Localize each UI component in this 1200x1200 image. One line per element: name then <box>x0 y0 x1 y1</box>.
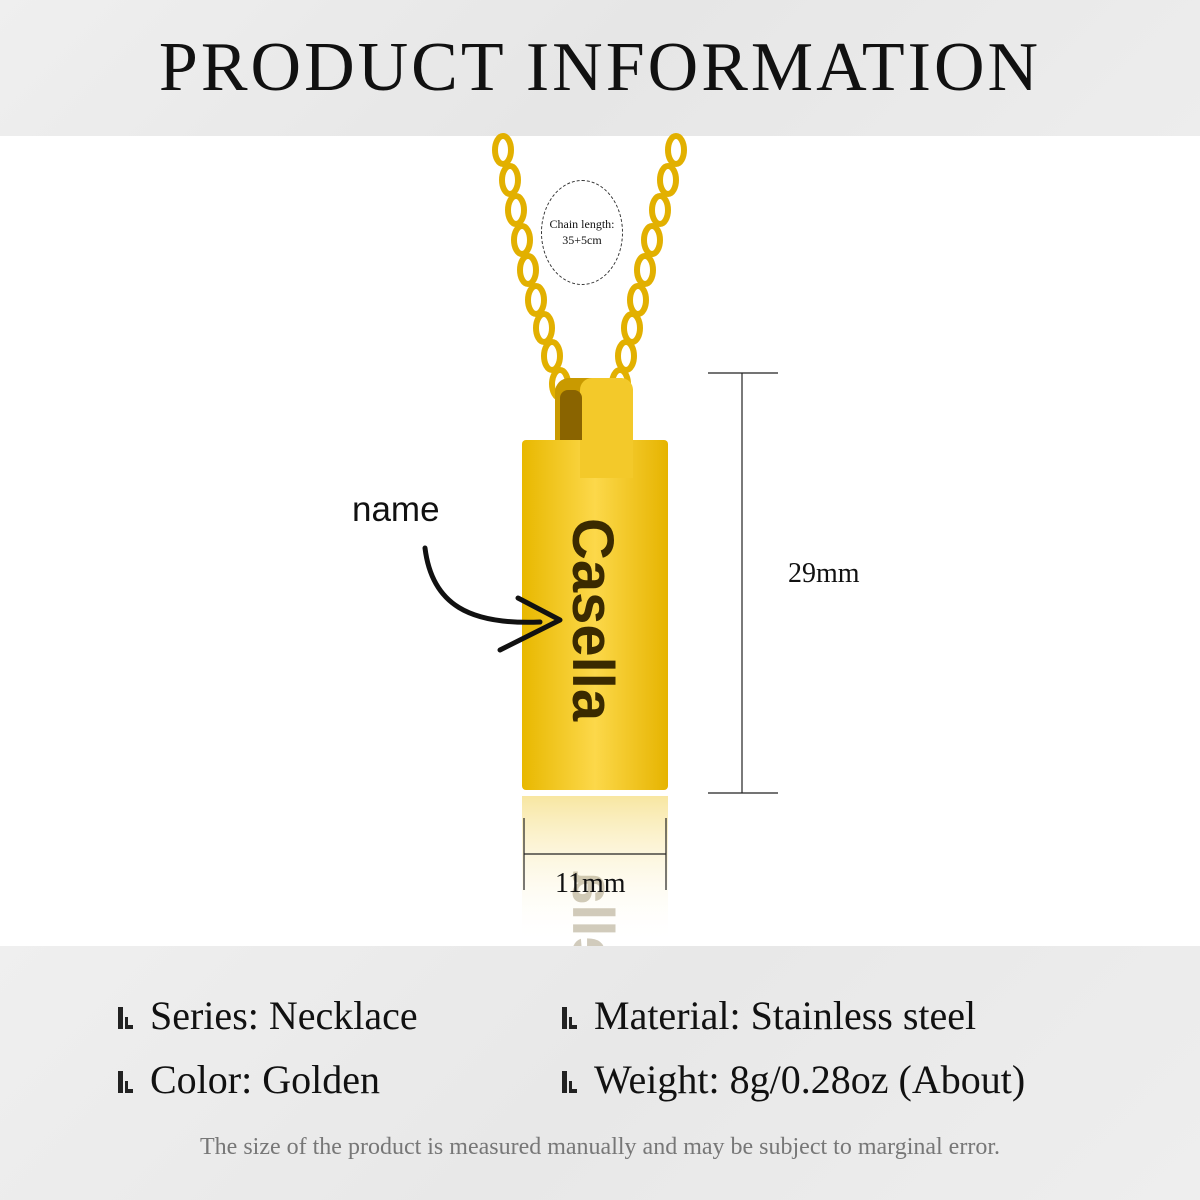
height-dimension-line <box>708 372 778 794</box>
bullet-bars-icon <box>118 1069 133 1093</box>
width-dimension-label: 11mm <box>555 868 626 899</box>
specs-band <box>0 946 1200 1200</box>
header-band <box>0 0 1200 136</box>
arrow-icon <box>422 545 563 653</box>
spec-color: Color: Golden <box>118 1056 380 1103</box>
page-title: PRODUCT INFORMATION <box>158 29 1042 106</box>
spec-series-text: Series: Necklace <box>150 993 418 1038</box>
engraving-label: name <box>352 490 440 529</box>
chain-length-callout: Chain length: 35+5cm <box>541 180 623 285</box>
chain-length-label: Chain length: <box>549 217 615 231</box>
spec-series: Series: Necklace <box>118 992 418 1039</box>
spec-weight: Weight: 8g/0.28oz (About) <box>562 1056 1025 1103</box>
chain-left <box>492 133 571 401</box>
spec-material: Material: Stainless steel <box>562 992 976 1039</box>
spec-color-text: Color: Golden <box>150 1057 380 1102</box>
spec-weight-text: Weight: 8g/0.28oz (About) <box>594 1057 1026 1102</box>
chain-length-value: 35+5cm <box>562 233 602 247</box>
disclaimer-note: The size of the product is measured manu… <box>200 1134 1000 1160</box>
chain-right <box>609 133 687 401</box>
bullet-bars-icon <box>118 1005 133 1029</box>
height-dimension-label: 29mm <box>788 558 860 589</box>
engraved-name: Casella <box>560 518 625 722</box>
bullet-bars-icon <box>562 1005 577 1029</box>
tag-reflection <box>522 796 668 944</box>
bullet-bars-icon <box>562 1069 577 1093</box>
width-dimension-line <box>523 818 667 890</box>
pendant-tag <box>522 440 668 790</box>
spec-material-text: Material: Stainless steel <box>594 993 977 1038</box>
